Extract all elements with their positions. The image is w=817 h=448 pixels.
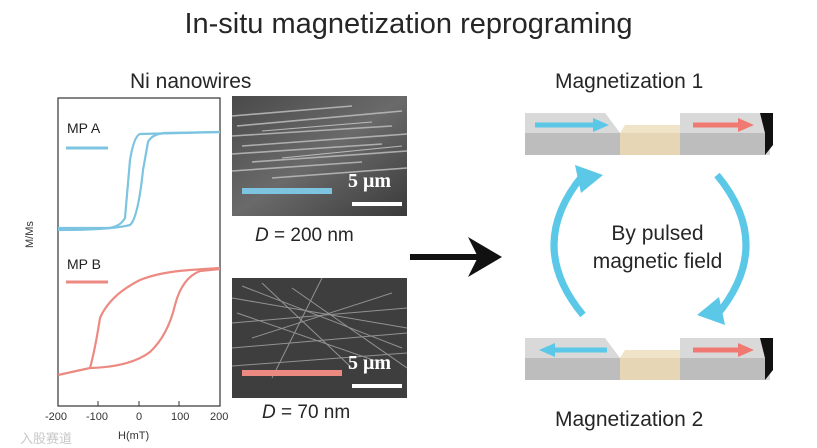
sem-bottom-scale-label: 5 μm [348, 352, 391, 375]
hysteresis-plot [0, 90, 230, 448]
x-tick: -200 [45, 411, 67, 423]
sem-image-70nm [232, 278, 407, 398]
mp-b-loop-descending [90, 268, 220, 368]
x-tick: 0 [136, 411, 142, 423]
sem-top-scale-label: 5 μm [348, 170, 391, 193]
sem-image-200nm [232, 96, 407, 216]
caption-value: = 70 nm [276, 402, 350, 423]
legend-mp-b: MP B [67, 256, 101, 272]
mp-b-loop-tail [58, 368, 90, 375]
cycle-caption-line-2: magnetic field [585, 248, 730, 276]
magnetization-1-label: Magnetization 1 [555, 70, 703, 94]
cycle-caption: By pulsed magnetic field [585, 220, 730, 276]
plot-frame [58, 98, 220, 406]
mp-b-loop-ascending [90, 269, 220, 368]
cycle-caption-line-1: By pulsed [585, 220, 730, 248]
sem-bottom-caption: D = 70 nm [262, 402, 350, 424]
sem-top-caption: D = 200 nm [255, 225, 354, 247]
x-tick: 200 [210, 411, 228, 423]
device-magnetization-1 [525, 105, 775, 165]
x-tick: -100 [86, 411, 108, 423]
x-axis-label: H(mT) [118, 430, 149, 442]
caption-variable: D [255, 225, 269, 246]
right-arrow-icon [410, 232, 505, 282]
caption-value: = 200 nm [269, 225, 354, 246]
x-tick: 100 [171, 411, 189, 423]
mp-a-loop-descending [58, 132, 220, 228]
caption-variable: D [262, 402, 276, 423]
legend-mp-a: MP A [67, 120, 100, 136]
figure-title: In-situ magnetization reprograming [0, 8, 817, 41]
watermark: 入股赛道 [20, 428, 72, 447]
device-magnetization-2 [525, 330, 775, 390]
magnetization-2-label: Magnetization 2 [555, 408, 703, 432]
y-axis-label: M/Ms [24, 221, 36, 248]
